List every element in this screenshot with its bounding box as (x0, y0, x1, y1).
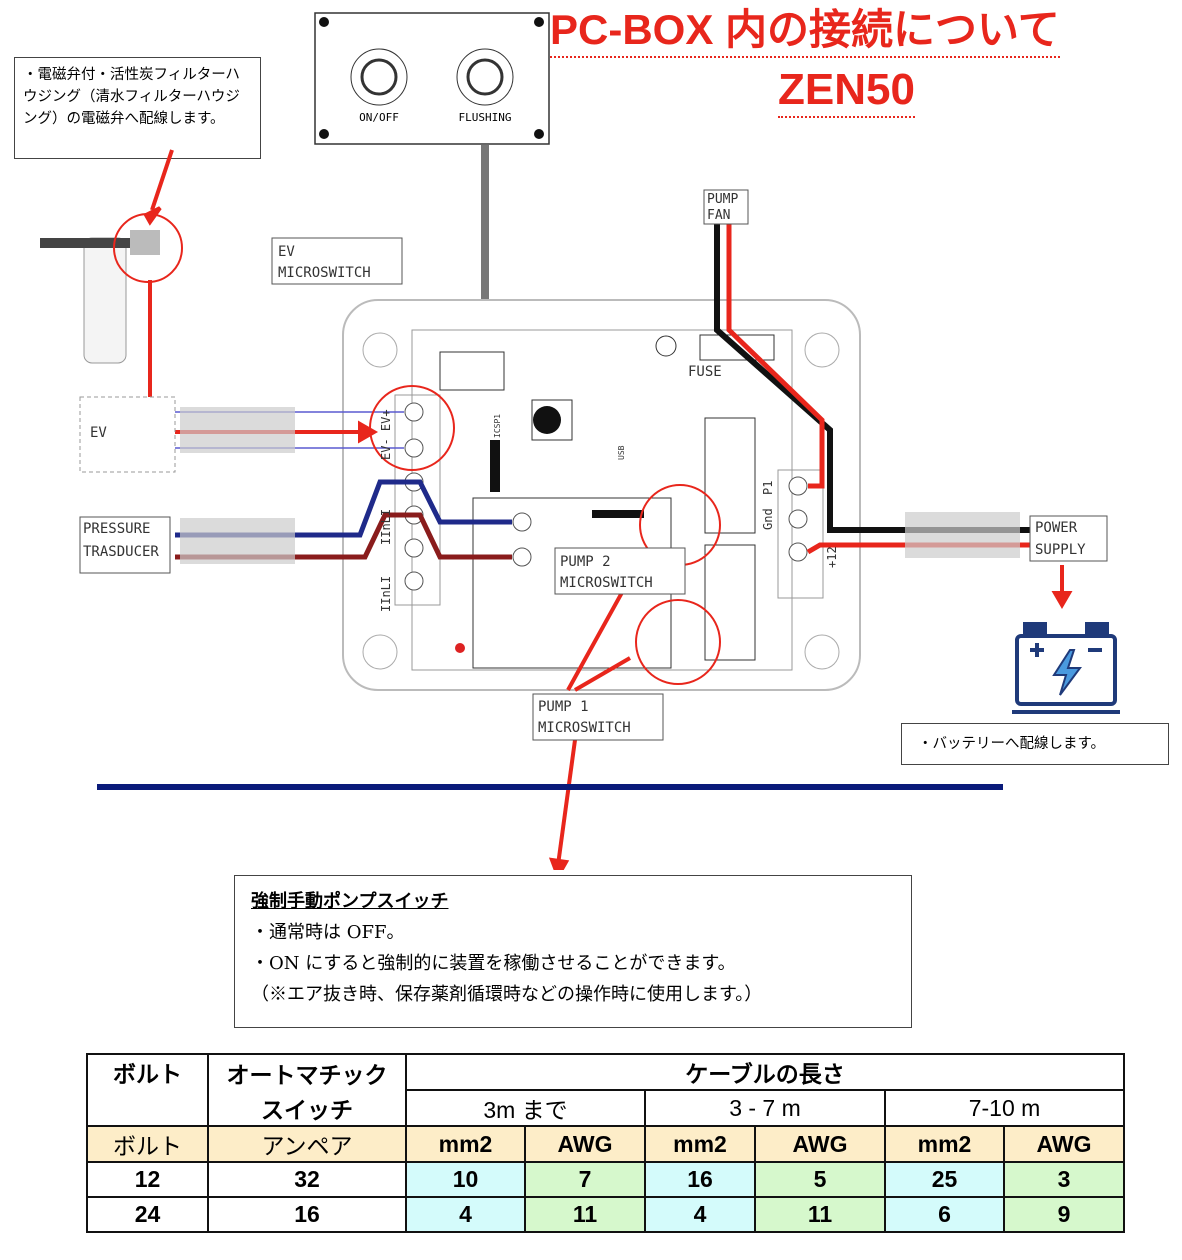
note-heading: 強制手動ポンプスイッチ (251, 891, 449, 912)
plus12-label: +12 (825, 546, 839, 568)
cell: 11 (524, 1196, 646, 1233)
pump2-microswitch-label: MICROSWITCH (560, 575, 653, 591)
on-off-button-icon (350, 48, 408, 106)
page-title: PC-BOX 内の接続について (550, 4, 1060, 58)
header-switch-2: スイッチ (207, 1090, 407, 1127)
note-line: ・ON にすると強制的に装置を稼働させることができます。 (251, 953, 736, 974)
p1-label: P1 (761, 481, 775, 495)
battery-icon (1012, 622, 1120, 714)
model-name: ZEN50 (778, 64, 915, 118)
pump1-label: PUMP 1 (538, 699, 589, 715)
battery-note: ・バッテリーへ配線します。 (901, 723, 1169, 765)
solenoid-callout: ・電磁弁付・活性炭フィルターハウジング（清水フィルターハウジング）の電磁弁へ配線… (14, 57, 261, 159)
range-header: 7-10 m (884, 1089, 1125, 1127)
note-line: （※エア抜き時、保存薬剤循環時などの操作時に使用します。） (251, 984, 763, 1005)
pump2-label: PUMP 2 (560, 554, 611, 570)
header-volt: ボルト (86, 1053, 209, 1127)
cell: 12 (86, 1161, 209, 1198)
cell: 4 (405, 1196, 526, 1233)
cable-spec-table: ボルト オートマチック ケーブルの長さ スイッチ 3m まで 3 - 7 m 7… (86, 1053, 1125, 1233)
cell: 4 (644, 1196, 756, 1233)
sub-header: AWG (524, 1125, 646, 1163)
ev-label: EV (278, 244, 295, 260)
cell: 16 (207, 1196, 407, 1233)
sub-header: AWG (754, 1125, 886, 1163)
fan-label: FAN (707, 208, 730, 223)
ev-terminal-label: EV- EV+ (379, 409, 393, 460)
section-divider (97, 784, 1003, 790)
input1-label: IInLI (379, 509, 393, 545)
power-label: POWER (1035, 520, 1078, 536)
pc-box-enclosure (342, 299, 861, 691)
transducer-label: TRASDUCER (83, 544, 159, 560)
sub-header: ボルト (86, 1125, 209, 1163)
note-line: ・通常時は OFF。 (251, 922, 405, 943)
on-off-label: ON/OFF (359, 111, 399, 124)
sub-header: AWG (1003, 1125, 1125, 1163)
flushing-label: FLUSHING (459, 111, 512, 124)
cell: 24 (86, 1196, 209, 1233)
pressure-label: PRESSURE (83, 521, 150, 537)
supply-label: SUPPLY (1035, 542, 1086, 558)
pump-label: PUMP (707, 192, 738, 207)
table-row: 24 16 4 11 4 11 6 9 (86, 1196, 1125, 1233)
usb-label: USB (617, 445, 626, 460)
switch-panel: ON/OFF FLUSHING (314, 12, 550, 145)
filter-housing-icon (40, 230, 160, 364)
cell: 6 (884, 1196, 1005, 1233)
manual-pump-switch-note: 強制手動ポンプスイッチ ・通常時は OFF。 ・ON にすると強制的に装置を稼働… (234, 875, 912, 1028)
cell: 5 (754, 1161, 886, 1198)
range-header: 3 - 7 m (644, 1089, 886, 1127)
fuse-label: FUSE (688, 364, 722, 380)
icsp-label: ICSP1 (493, 414, 502, 438)
cell: 11 (754, 1196, 886, 1233)
cell: 16 (644, 1161, 756, 1198)
gnd-label: Gnd (761, 508, 775, 530)
cell: 3 (1003, 1161, 1125, 1198)
header-cable-length: ケーブルの長さ (405, 1053, 1125, 1091)
range-header: 3m まで (405, 1089, 646, 1127)
cell: 25 (884, 1161, 1005, 1198)
ev-microswitch-label: MICROSWITCH (278, 265, 371, 281)
cell: 10 (405, 1161, 526, 1198)
cell: 9 (1003, 1196, 1125, 1233)
ev-valve-label: EV (90, 425, 107, 441)
sub-header: アンペア (207, 1125, 407, 1163)
cell: 32 (207, 1161, 407, 1198)
input2-label: IInLI (379, 576, 393, 612)
flushing-button-icon (456, 48, 514, 106)
pump1-microswitch-label: MICROSWITCH (538, 720, 631, 736)
wiring-diagram: ON/OFF FLUSHING (40, 12, 1120, 870)
terminals (404, 402, 808, 591)
sub-header: mm2 (644, 1125, 756, 1163)
sub-header: mm2 (405, 1125, 526, 1163)
table-row: 12 32 10 7 16 5 25 3 (86, 1161, 1125, 1198)
sub-header: mm2 (884, 1125, 1005, 1163)
cell: 7 (524, 1161, 646, 1198)
header-switch: オートマチック (207, 1053, 407, 1090)
